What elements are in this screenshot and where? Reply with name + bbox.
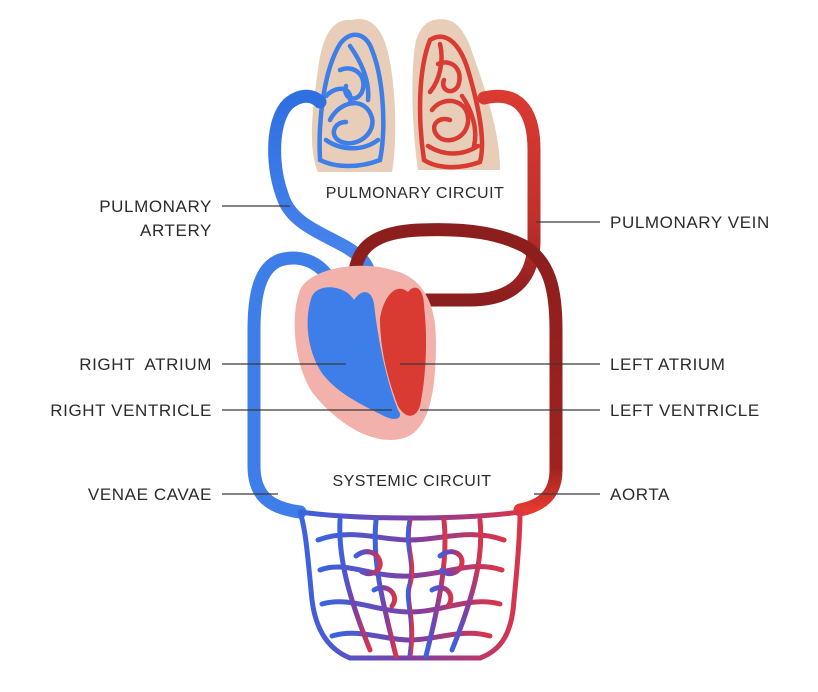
label-right-atrium: RIGHT ATRIUM <box>79 355 212 374</box>
systemic-capillary-bed <box>297 509 523 661</box>
right-lung-vessels <box>317 32 386 169</box>
pulmonary-vein-vessel <box>413 89 541 307</box>
left-lung-vessels <box>417 34 485 170</box>
labels: PULMONARY ARTERY PULMONARY VEIN RIGHT AT… <box>50 185 770 504</box>
label-systemic-circuit: SYSTEMIC CIRCUIT <box>332 473 491 490</box>
lungs <box>311 18 500 172</box>
label-left-ventricle: LEFT VENTRICLE <box>610 401 760 420</box>
label-pulmonary-artery-line2: ARTERY <box>140 221 212 240</box>
right-heart-chambers <box>307 287 401 419</box>
label-left-atrium: LEFT ATRIUM <box>610 355 726 374</box>
label-pulmonary-vein: PULMONARY VEIN <box>610 213 770 232</box>
leader-lines <box>222 205 600 495</box>
label-pulmonary-artery-line1: PULMONARY <box>99 197 212 216</box>
pulmonary-artery-vessel <box>268 89 377 287</box>
venae-cavae-vessel <box>247 251 337 519</box>
heart <box>294 265 436 440</box>
label-aorta: AORTA <box>610 485 670 504</box>
label-pulmonary-circuit: PULMONARY CIRCUIT <box>326 185 505 202</box>
left-heart-chambers <box>380 287 427 416</box>
aorta-vessel <box>347 223 563 517</box>
label-right-ventricle: RIGHT VENTRICLE <box>50 401 212 420</box>
label-venae-cavae: VENAE CAVAE <box>88 485 212 504</box>
